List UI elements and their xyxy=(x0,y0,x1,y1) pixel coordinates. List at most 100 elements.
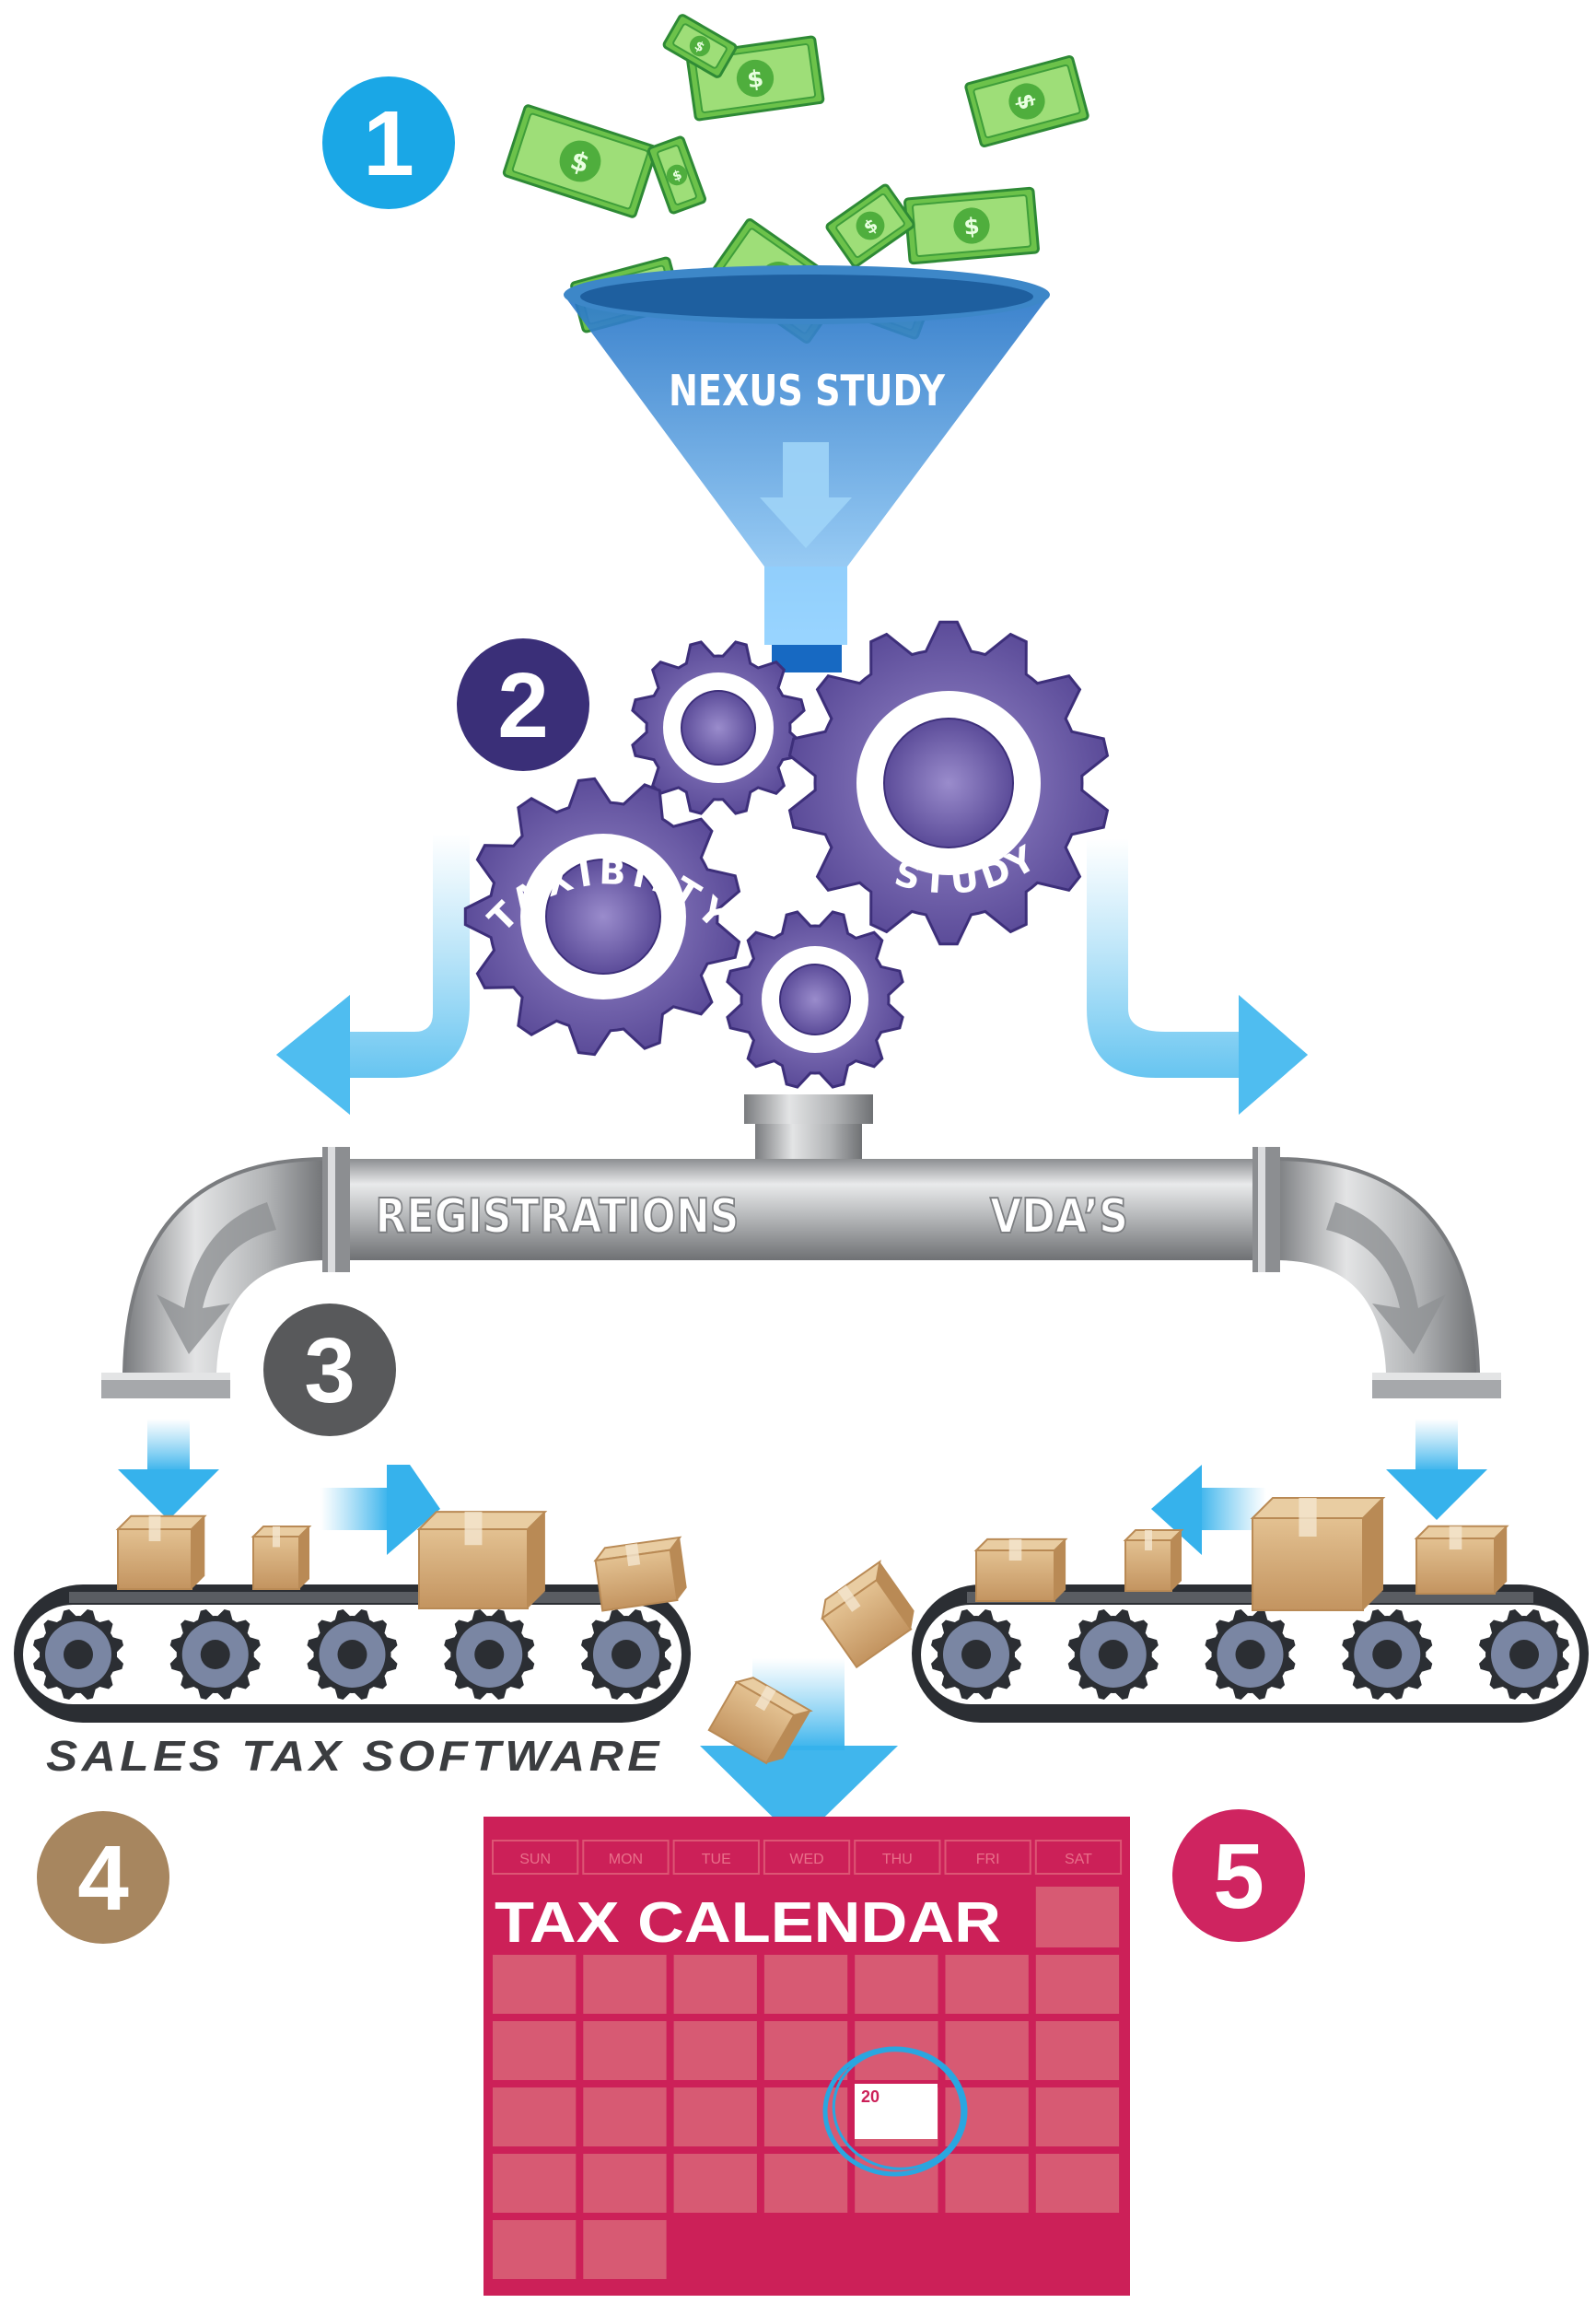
svg-text:$: $ xyxy=(745,64,764,93)
calendar-day-label: FRI xyxy=(976,1852,1000,1867)
calendar-cell xyxy=(493,1955,577,2014)
conveyor-wheel xyxy=(33,1609,123,1700)
conveyor-wheel xyxy=(1067,1609,1159,1700)
box-icon xyxy=(821,1560,914,1669)
calendar-cell xyxy=(583,2220,667,2279)
calendar-title: TAX CALENDAR xyxy=(495,1891,1001,1955)
calendar-day-label: SAT xyxy=(1065,1852,1092,1867)
gear-icon xyxy=(463,777,741,1057)
calendar-day-header xyxy=(1034,1840,1123,1875)
conveyor-wheel xyxy=(1479,1609,1569,1700)
dollar-bill-icon: $ xyxy=(647,135,706,215)
conveyor-wheel xyxy=(169,1609,261,1700)
conveyor-icon xyxy=(912,1584,1589,1723)
calendar-cell xyxy=(763,1955,848,2014)
box-icon xyxy=(416,1511,548,1609)
calendar-cell xyxy=(583,2021,667,2080)
arrow-down-left xyxy=(118,1419,219,1520)
step-number-3: 3 xyxy=(304,1319,355,1422)
dollar-bill-icon: $ xyxy=(825,183,915,268)
calendar-cell xyxy=(583,1955,667,2014)
calendar-day-label: SUN xyxy=(519,1852,551,1867)
box-icon xyxy=(707,1677,813,1765)
calendar-day-headers: SUN MON TUE WED THU FRI SAT xyxy=(492,1840,1123,1875)
calendar-cell xyxy=(493,2021,577,2080)
conveyor-wheel xyxy=(307,1609,398,1700)
conveyor-wheel xyxy=(1205,1609,1296,1700)
box-icon xyxy=(1414,1525,1509,1595)
calendar-cell xyxy=(673,2154,757,2213)
dollar-bill-icon: $ xyxy=(903,186,1040,265)
calendar-cell xyxy=(493,2220,577,2279)
calendar-day-header xyxy=(672,1840,760,1875)
step-number-1: 1 xyxy=(363,92,414,195)
step-badge-4: 4 xyxy=(37,1811,169,1944)
calendar-day-header xyxy=(492,1840,579,1875)
gear-icon xyxy=(787,620,1110,946)
step-badge-5: 5 xyxy=(1172,1809,1305,1942)
calendar-cell xyxy=(1035,2021,1120,2080)
arrow-to-registrations xyxy=(276,834,470,1115)
calendar-cell xyxy=(945,1955,1029,2014)
arrow-to-calendar xyxy=(700,1658,898,1842)
calendar-cell xyxy=(1035,2087,1120,2146)
calendar-day-label: THU xyxy=(882,1852,913,1867)
calendar-day-label: WED xyxy=(789,1852,823,1867)
registrations-label: REGISTRATIONS xyxy=(376,1189,740,1245)
step-number-4: 4 xyxy=(77,1827,129,1930)
marked-date: 20 xyxy=(822,2046,968,2177)
svg-text:$: $ xyxy=(1011,90,1041,112)
box-icon xyxy=(593,1536,687,1612)
calendar-cell xyxy=(583,2154,667,2213)
conveyor-wheel xyxy=(444,1609,535,1700)
step-badge-2: 2 xyxy=(457,638,589,771)
step-number-5: 5 xyxy=(1213,1825,1264,1928)
calendar-cell xyxy=(493,2087,577,2146)
calendar-day-header xyxy=(944,1840,1031,1875)
conveyor-wheel xyxy=(931,1609,1021,1700)
calendar-icon: SUN MON TUE WED THU FRI SAT TAX CALENDAR 20 xyxy=(483,1817,1130,2296)
calendar-cell xyxy=(673,2021,757,2080)
calendar-cell xyxy=(1035,1955,1120,2014)
conveyor-group xyxy=(14,1584,1589,1723)
gears-group xyxy=(463,620,1110,1089)
dollar-bill-icon: $ xyxy=(662,14,738,78)
calendar-cell xyxy=(1035,2154,1120,2213)
calendar-cell xyxy=(673,2087,757,2146)
marked-day-number: 20 xyxy=(861,2087,880,2106)
conveyor-wheel xyxy=(581,1609,671,1700)
calendar-cell xyxy=(763,2154,848,2213)
calendar-day-header xyxy=(582,1840,670,1875)
funnel-icon: NEXUS STUDY xyxy=(564,265,1050,672)
box-icon xyxy=(115,1514,207,1590)
dollar-bill-icon: $ xyxy=(964,55,1089,147)
arrow-down-right xyxy=(1386,1419,1487,1520)
box-icon xyxy=(250,1526,312,1590)
gear-icon xyxy=(726,910,904,1089)
conveyor-icon xyxy=(14,1584,691,1723)
conveyor-wheel xyxy=(1342,1609,1433,1700)
calendar-cell xyxy=(583,2087,667,2146)
gear-icon xyxy=(631,640,806,815)
arrow-to-vdas xyxy=(1087,838,1308,1115)
dollar-bill-icon: $ xyxy=(502,104,658,218)
step-badge-3: 3 xyxy=(263,1304,396,1436)
calendar-cell xyxy=(673,1955,757,2014)
boxes-group xyxy=(115,1497,1509,1765)
step-badge-1: 1 xyxy=(322,76,455,209)
svg-text:$: $ xyxy=(962,212,981,240)
calendar-cell xyxy=(763,2021,848,2080)
vdas-label: VDA’S xyxy=(990,1189,1128,1245)
calendar-cell xyxy=(945,2154,1029,2213)
step-number-2: 2 xyxy=(497,654,549,757)
calendar-day-label: MON xyxy=(609,1852,643,1867)
pipe-icon: REGISTRATIONS VDA’S xyxy=(101,1094,1501,1398)
box-icon xyxy=(1250,1497,1386,1611)
calendar-day-label: TUE xyxy=(702,1852,731,1867)
sales-tax-software-label: SALES TAX SOFTWARE xyxy=(46,1732,663,1780)
arrow-right-conveyor xyxy=(320,1465,440,1555)
calendar-cell xyxy=(493,2154,577,2213)
calendar-day-header xyxy=(763,1840,851,1875)
box-icon xyxy=(1123,1529,1184,1592)
